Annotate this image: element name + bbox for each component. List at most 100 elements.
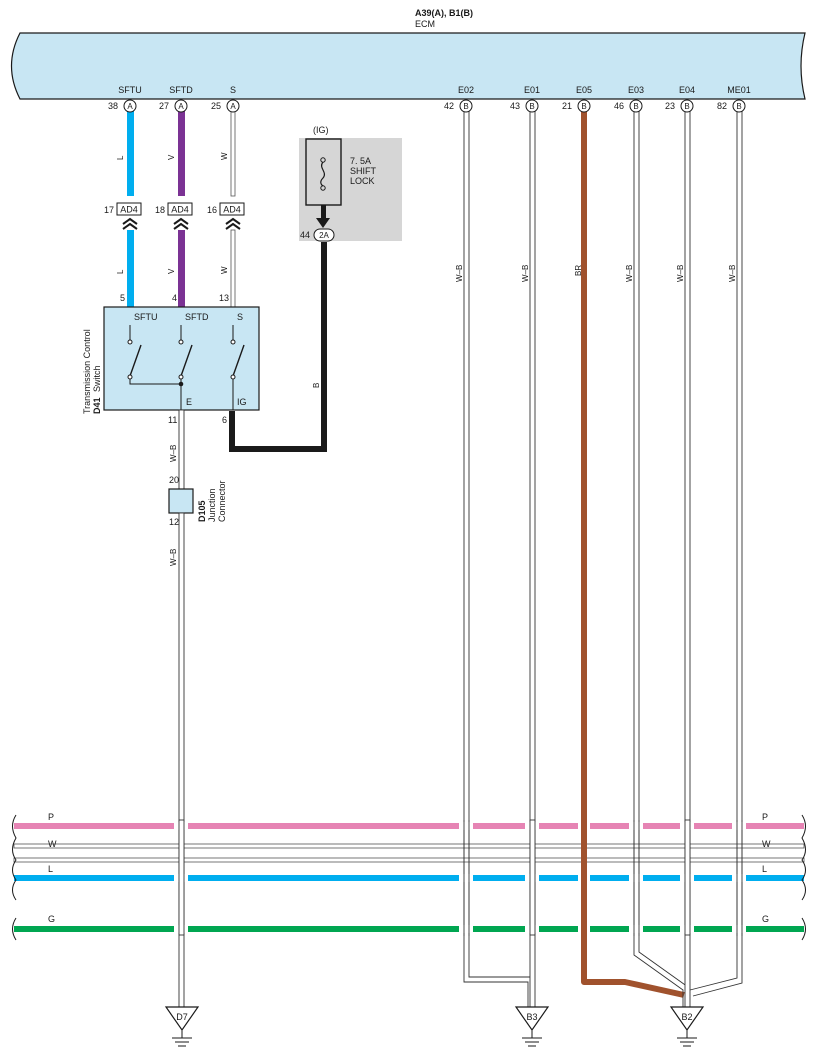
ecm-pin-label-e01: E01 [524,85,540,95]
bus-line-p [14,823,804,829]
wire-label-wb-switch: W–B [169,445,178,462]
ecm-pin-conn-e04: B [684,102,689,111]
wire-sftd-upper [178,111,185,196]
fuse-rating: 7. 5A [350,156,371,166]
bus-lines: P W L G P W L G [12,812,806,941]
ecm-pin-conn-sftd: A [178,102,184,111]
ecm-pin-label-sftu: SFTU [118,85,142,95]
switch-node-s-top [230,339,236,345]
ecm-pin-conn-sftu: A [127,102,133,111]
ad4-label-2: AD4 [171,205,189,215]
ecm-pin-label-e02: E02 [458,85,474,95]
switch-node-sftu-bottom [127,374,133,380]
ecm-pin-circle-e04 [680,99,694,113]
wire-e02 [463,111,534,1007]
switch-label-e: E [186,397,192,407]
wire-s-upper [230,110,236,197]
ecm-pin-label-e05: E05 [576,85,592,95]
bus-label-w-left: W [48,839,57,849]
wire-sftu-upper [127,111,134,196]
switch-blade-sftd [180,344,193,377]
bus-label-g-right: G [762,914,769,924]
bus-line-w [13,843,805,849]
bus-break-right-bottom [801,917,806,941]
ground-label-d7: D7 [176,1012,188,1022]
ground-b3: B3 [514,1006,550,1047]
ecm-pin-conn-e05: B [581,102,586,111]
wire-labels-upper: L V W [116,152,229,160]
junction-id: D105 [197,500,207,522]
wire-me01 [689,111,743,997]
wire-label-e02: W–B [455,265,464,282]
wire-e05 [581,111,685,998]
ecm-pin-circle-e05 [577,99,591,113]
ground-label-b2: B2 [681,1012,692,1022]
ecm-pins: 38 A 27 A 25 A 42 B 43 B 21 B 46 B 23 B … [108,99,746,113]
ground-icon-b2 [669,1006,705,1032]
wire-label-b: B [312,383,321,388]
switch-node-s-bottom [230,374,236,380]
bus-line-g [14,926,804,932]
wire-labels-lower: L V W [116,266,229,274]
switch-label-ig: IG [237,397,247,407]
switch-top-pin-13: 13 [219,293,229,303]
switch-name1: Transmission Control [82,329,92,414]
switch-blade-s [232,344,245,377]
ecm-pin-conn-e01: B [529,102,534,111]
switch-common-link [129,379,181,385]
bus-break-left-top [12,814,17,901]
ecm-pin-label-sftd: SFTD [169,85,193,95]
ecm-ground-wires: W–B W–B BR W–B W–B W–B [455,110,743,1008]
ad4-label-3: AD4 [223,205,241,215]
switch-bottom-pin-6: 6 [222,415,227,425]
ecm-pin-num-21: 21 [562,101,572,111]
ecm-pin-label-e03: E03 [628,85,644,95]
switch-label-sftu: SFTU [134,312,158,322]
ecm-ref: A39(A), B1(B) [415,8,473,18]
junction-name1: Junction [207,488,217,522]
ecm-pin-num-46: 46 [614,101,624,111]
ecm-pin-circle-sftd [174,99,188,113]
ad4-connectors: 17 AD4 18 AD4 16 AD4 [104,202,245,230]
ecm-pin-conn-s: A [230,102,236,111]
transmission-control-switch: 5 4 13 SFTU SFTD S E IG 11 6 D41 Transmi… [82,293,260,425]
bus-label-l-right: L [762,864,767,874]
switch-blade-sftu [129,344,142,377]
ecm-pin-labels: SFTU SFTD S E02 E01 E05 E03 E04 ME01 [118,85,751,95]
ad4-chevron-1 [122,217,138,230]
wire-label-w-lower: W [220,266,229,274]
ecm-pin-num-27: 27 [159,101,169,111]
switch-node-sftd-top [178,339,184,345]
ecm-pin-num-42: 42 [444,101,454,111]
fuse-source: (IG) [313,125,329,135]
fuse-conn-pin: 44 [300,230,310,240]
ecm-pin-circle-me01 [732,99,746,113]
ecm-pin-circle-e03 [629,99,643,113]
ecm-pin-num-23: 23 [665,101,675,111]
fuse-name2: LOCK [350,176,375,186]
wire-label-e01: W–B [521,265,530,282]
ecm-box [11,32,806,100]
ecm-pin-circle-e01 [525,99,539,113]
ground-icon-b3 [514,1006,550,1032]
bus-label-w-right: W [762,839,771,849]
ecm-pin-num-82: 82 [717,101,727,111]
ad4-pin-17: 17 [104,205,114,215]
wire-label-v-upper: V [167,154,176,160]
wire-label-me01: W–B [728,265,737,282]
wire-label-l-lower: L [116,269,125,274]
bus-line-l [14,875,804,881]
junction-pin-20: 20 [169,475,179,485]
bus-crossing-gaps [174,819,746,936]
wire-label-l-upper: L [116,155,125,160]
switch-label-sftd: SFTD [185,312,209,322]
wire-label-e04: W–B [676,265,685,282]
switch-bottom-pin-11: 11 [168,415,177,425]
wire-e03 [633,111,689,1007]
ecm-pin-num-25: 25 [211,101,221,111]
ecm-pin-conn-me01: B [736,102,741,111]
ecm-pin-circle-e02 [459,99,473,113]
fuse-block: (IG) 7. 5A SHIFT LOCK 44 2A [299,125,402,242]
switch-node-sftd-bottom [178,374,184,380]
fuse-grey-area [299,138,402,241]
